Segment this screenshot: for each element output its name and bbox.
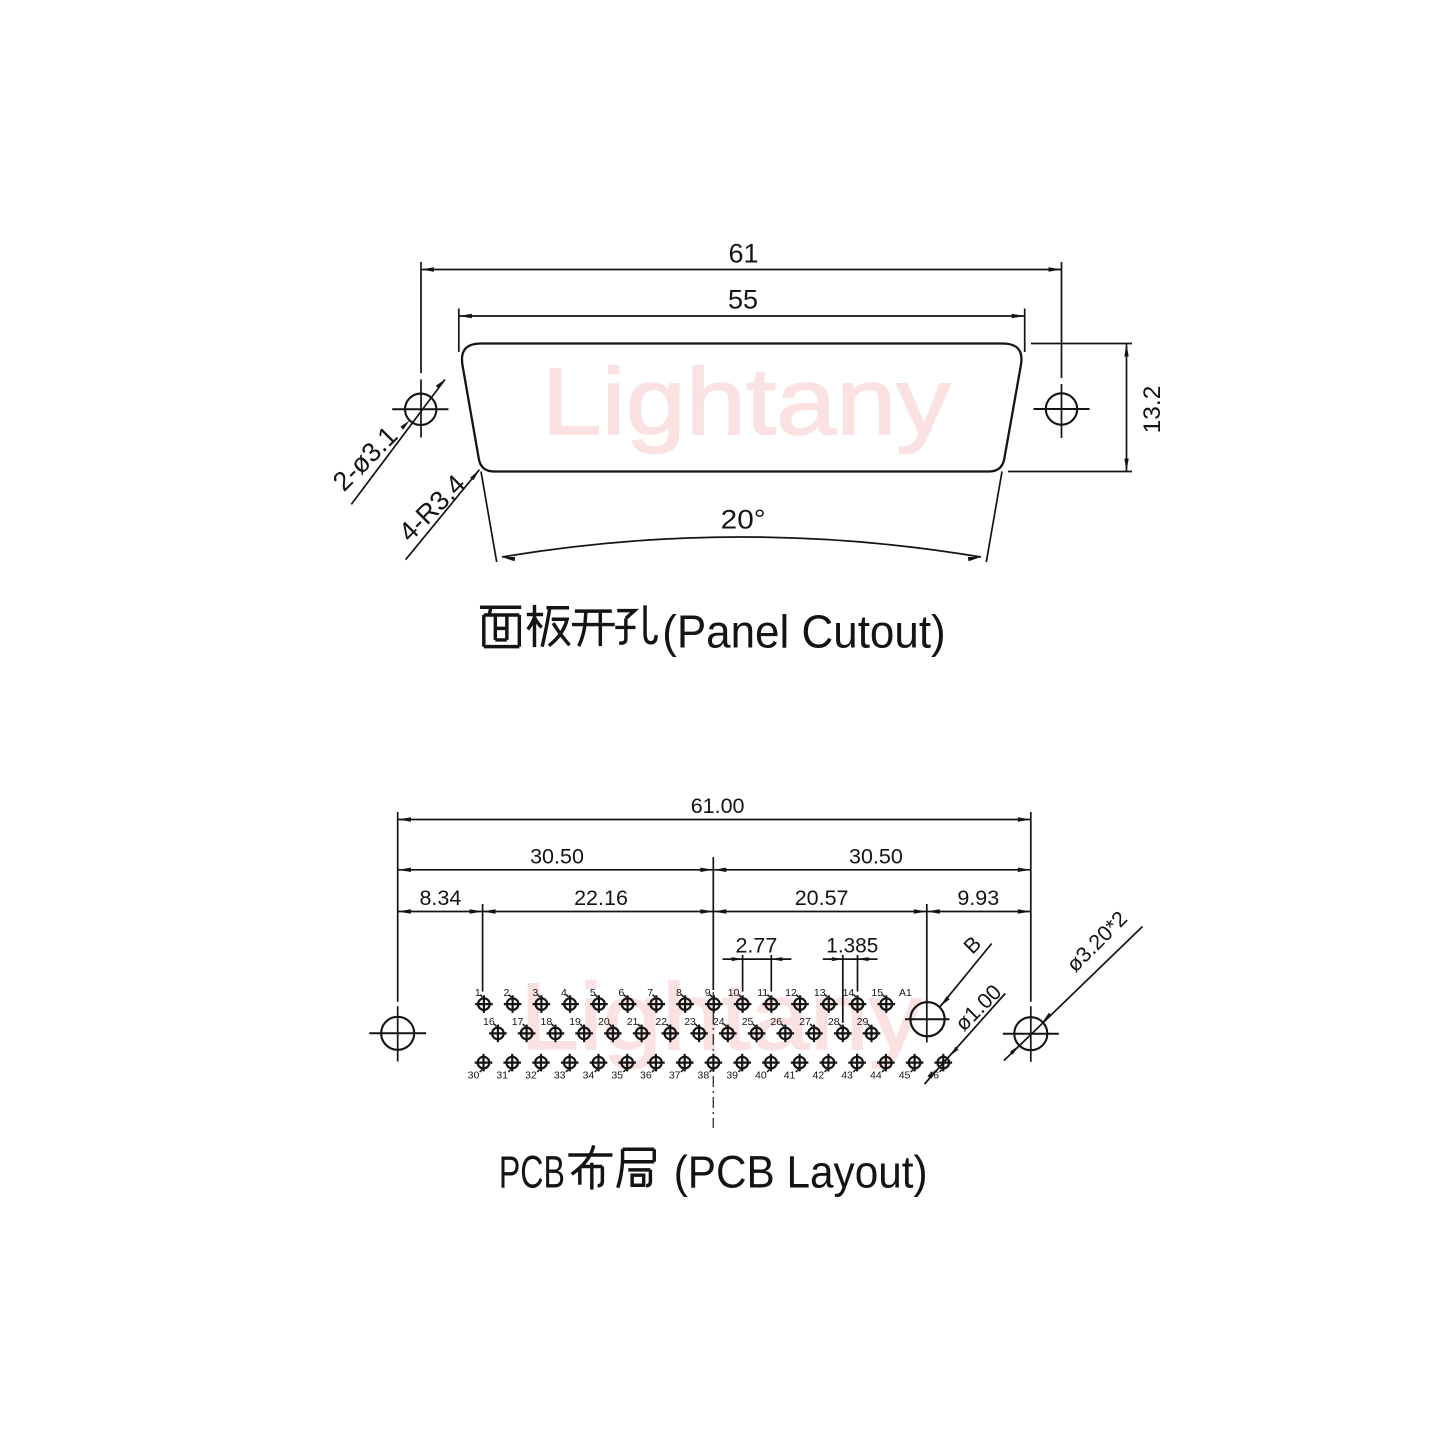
svg-text:PCB: PCB [499, 1147, 565, 1198]
svg-text:21: 21 [627, 1016, 639, 1028]
svg-text:37: 37 [669, 1070, 681, 1082]
svg-text:27: 27 [799, 1016, 811, 1028]
svg-text:32: 32 [525, 1070, 537, 1082]
svg-text:61: 61 [728, 239, 758, 269]
svg-text:13: 13 [814, 987, 826, 999]
svg-text:7: 7 [647, 987, 653, 999]
svg-text:4: 4 [561, 987, 567, 999]
svg-text:8.34: 8.34 [419, 886, 461, 910]
svg-text:2.77: 2.77 [735, 934, 777, 958]
svg-text:Lightany: Lightany [542, 349, 952, 455]
svg-text:26: 26 [770, 1016, 782, 1028]
svg-text:5: 5 [590, 987, 596, 999]
svg-text:28: 28 [828, 1016, 840, 1028]
svg-text:40: 40 [755, 1070, 767, 1082]
svg-text:34: 34 [583, 1070, 595, 1082]
svg-text:2: 2 [504, 987, 510, 999]
svg-text:3: 3 [532, 987, 538, 999]
svg-text:(PCB Layout): (PCB Layout) [674, 1147, 928, 1198]
svg-text:22.16: 22.16 [574, 886, 628, 910]
svg-text:33: 33 [554, 1070, 566, 1082]
svg-text:(Panel Cutout): (Panel Cutout) [662, 606, 946, 658]
svg-text:A1: A1 [899, 987, 912, 999]
svg-text:30: 30 [468, 1070, 480, 1082]
svg-text:44: 44 [870, 1070, 882, 1082]
svg-text:18: 18 [541, 1016, 553, 1028]
svg-text:19: 19 [569, 1016, 581, 1028]
svg-text:15: 15 [871, 987, 883, 999]
svg-text:20: 20 [598, 1016, 610, 1028]
svg-text:10: 10 [728, 987, 740, 999]
svg-text:29: 29 [857, 1016, 869, 1028]
svg-text:1.385: 1.385 [826, 934, 878, 958]
svg-text:8: 8 [676, 987, 682, 999]
svg-text:25: 25 [742, 1016, 754, 1028]
svg-text:31: 31 [496, 1070, 508, 1082]
svg-text:11: 11 [757, 987, 768, 999]
svg-text:61.00: 61.00 [691, 794, 745, 818]
svg-text:17: 17 [512, 1016, 524, 1028]
svg-text:36: 36 [640, 1070, 652, 1082]
svg-text:6: 6 [619, 987, 625, 999]
svg-text:13.2: 13.2 [1139, 386, 1166, 434]
svg-text:38: 38 [698, 1070, 710, 1082]
svg-text:20.57: 20.57 [795, 886, 849, 910]
svg-text:23: 23 [684, 1016, 696, 1028]
svg-text:55: 55 [728, 285, 758, 315]
svg-text:42: 42 [813, 1070, 825, 1082]
svg-text:30.50: 30.50 [849, 844, 903, 868]
svg-text:24: 24 [713, 1016, 725, 1028]
svg-text:9.93: 9.93 [957, 886, 999, 910]
svg-text:16: 16 [483, 1016, 495, 1028]
svg-text:12: 12 [785, 987, 797, 999]
svg-text:41: 41 [784, 1070, 796, 1082]
svg-text:Lightany: Lightany [520, 964, 923, 1070]
svg-text:43: 43 [841, 1070, 853, 1082]
svg-text:35: 35 [611, 1070, 623, 1082]
svg-text:45: 45 [899, 1070, 911, 1082]
svg-text:1: 1 [475, 987, 481, 999]
svg-text:46: 46 [927, 1070, 939, 1082]
svg-text:22: 22 [655, 1016, 667, 1028]
svg-text:39: 39 [726, 1070, 738, 1082]
svg-text:20°: 20° [721, 505, 766, 535]
svg-text:14: 14 [843, 987, 855, 999]
svg-text:30.50: 30.50 [530, 844, 584, 868]
svg-text:9: 9 [705, 987, 711, 999]
